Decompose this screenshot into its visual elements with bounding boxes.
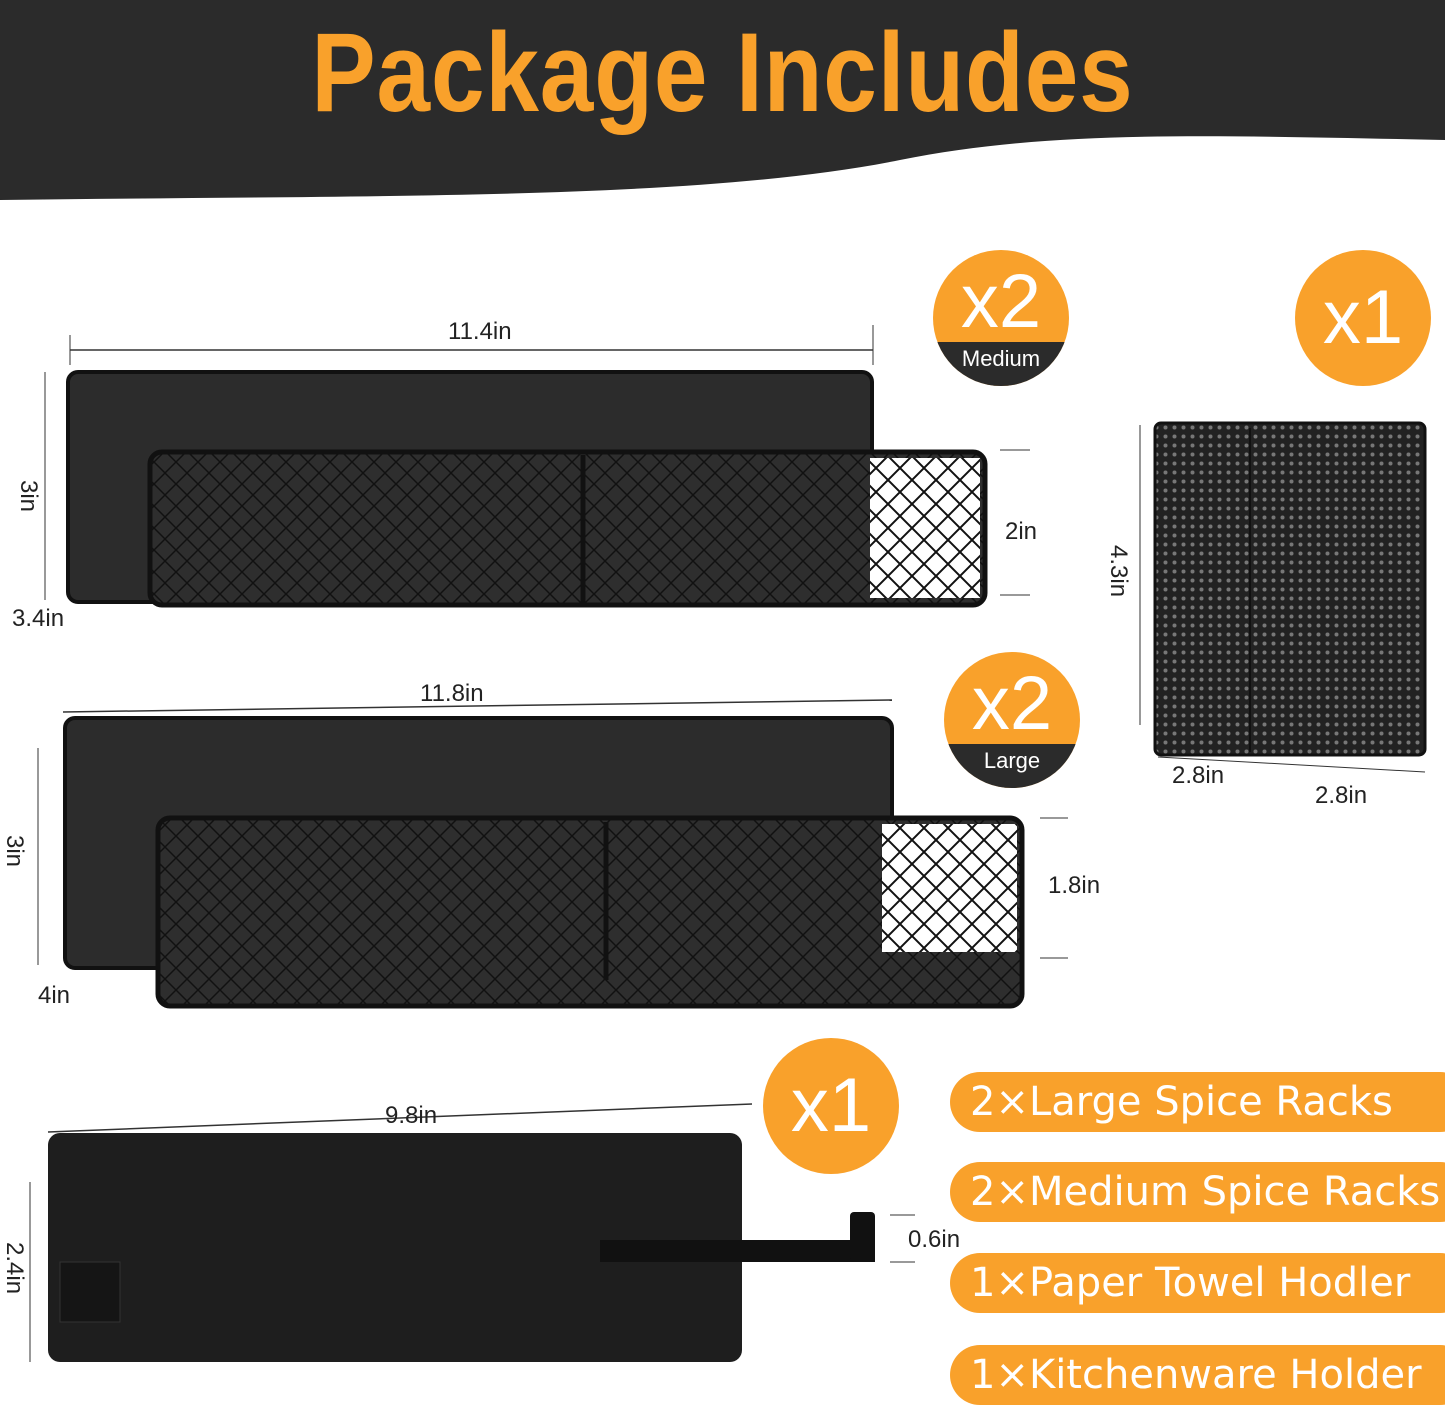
badge-count: x2 [971, 661, 1053, 746]
holder-depth-label: 2.8in [1315, 782, 1368, 809]
page-title: Package Includes [311, 10, 1134, 135]
towel-bar-height-label: 0.6in [908, 1226, 961, 1253]
header-band [0, 0, 1445, 200]
badge-count: x2 [960, 259, 1042, 344]
holder-quantity-badge: x1 [1295, 250, 1431, 386]
large-depth-label: 4in [38, 982, 71, 1009]
medium-height-label: 3in [15, 480, 42, 513]
contents-item: 2×Medium Spice Racks [950, 1162, 1445, 1222]
holder-height-label: 4.3in [1105, 545, 1132, 598]
towel-quantity-badge: x1 [763, 1038, 899, 1174]
large-spice-rack [37, 699, 1068, 1009]
medium-depth-label: 3.4in [12, 605, 65, 632]
badge-label: Large [944, 744, 1080, 788]
medium-front-height-label: 2in [1005, 518, 1038, 545]
holder-width-label: 2.8in [1172, 762, 1225, 789]
towel-height-label: 2.4in [1, 1242, 28, 1295]
paper-towel-holder [29, 1103, 915, 1362]
large-height-label: 3in [1, 835, 28, 868]
badge-label: Medium [933, 342, 1069, 386]
badge-count: x1 [1322, 275, 1404, 360]
contents-item: 1×Paper Towel Hodler [950, 1253, 1445, 1313]
large-front-height-label: 1.8in [1048, 872, 1101, 899]
medium-quantity-badge: x2 Medium [933, 250, 1069, 386]
badge-count: x1 [790, 1063, 872, 1148]
contents-item: 2×Large Spice Racks [950, 1072, 1445, 1132]
contents-item: 1×Kitchenware Holder [950, 1345, 1445, 1405]
large-quantity-badge: x2 Large [944, 652, 1080, 788]
kitchenware-holder [1139, 421, 1427, 773]
large-width-label: 11.8in [420, 680, 484, 707]
medium-spice-rack [44, 325, 1030, 608]
towel-width-label: 9.8in [385, 1102, 438, 1129]
medium-width-label: 11.4in [448, 318, 512, 345]
